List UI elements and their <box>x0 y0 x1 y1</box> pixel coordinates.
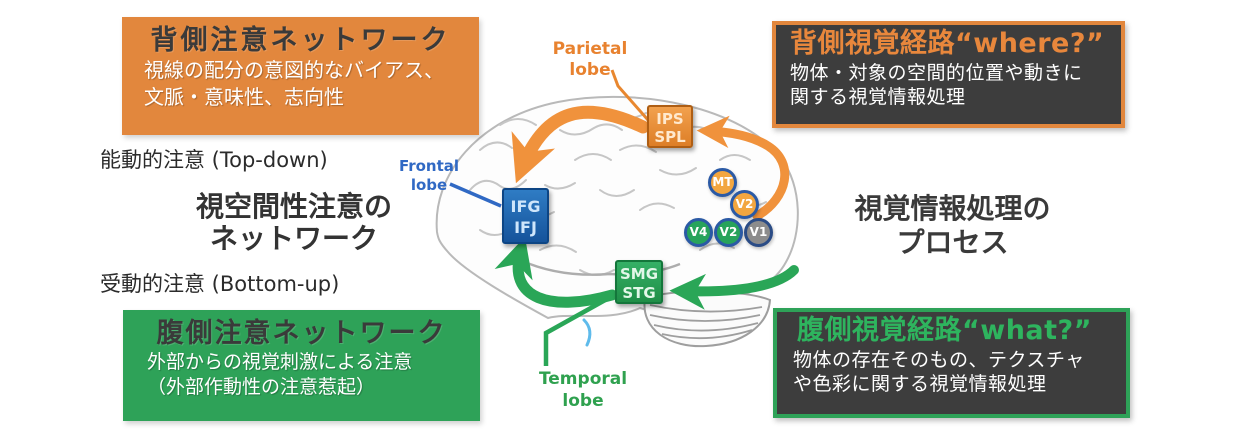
bottom-up-attention-label: 受動的注意 (Bottom-up) <box>100 272 340 296</box>
visual-area-v2-dorsal: V2 <box>730 190 759 219</box>
ventral-visual-pathway-box: 腹側視覚経路“what?” 物体の存在そのもの、テクスチャ や色彩に関する視覚情… <box>773 308 1130 418</box>
ips-label: IPS <box>656 110 684 128</box>
ventral-pathway-arrow-left <box>669 265 799 310</box>
dorsal-visual-pathway-box: 背側視覚経路“where?” 物体・対象の空間的位置や動きに 関する視覚情報処理 <box>772 21 1125 128</box>
dorsal-pathway-arrow-up <box>696 115 790 221</box>
stg-label: STG <box>622 284 656 302</box>
spl-label: SPL <box>654 128 686 146</box>
dorsal-visual-title: 背側視覚経路“where?” <box>790 28 1105 59</box>
dorsal-pathway-arrow-to-frontal <box>511 105 650 184</box>
temporal-leader-line <box>543 297 609 366</box>
parietal-label-line1: Parietal <box>552 39 628 59</box>
ventral-attention-body-line2: （外部作動性の注意惹起） <box>147 376 376 398</box>
ventral-pathway-arrow-to-frontal <box>494 236 618 308</box>
visuospatial-attention-network-title: 視空間性注意の ネットワーク <box>138 191 450 255</box>
dorsal-attention-network-box: 背側注意ネットワーク 視線の配分の意図的なバイアス、 文脈・意味性、志向性 <box>122 17 479 135</box>
dorsal-visual-body-line1: 物体・対象の空間的位置や動きに <box>790 62 1083 84</box>
visual-processing-title-line1: 視覚情報処理の <box>854 192 1051 225</box>
parietal-label-line2: lobe <box>569 60 611 80</box>
parietal-lobe-label: Parietal lobe <box>545 39 635 81</box>
ifj-label: IFJ <box>514 218 537 237</box>
frontal-label-line1: Frontal <box>398 157 460 175</box>
ventral-visual-body-line1: 物体の存在そのもの、テクスチャ <box>793 349 1085 371</box>
visual-area-v2-ventral: V2 <box>714 218 743 247</box>
ips-spl-region-box: IPS SPL <box>647 105 693 148</box>
brainstem-mark <box>582 318 592 347</box>
ventral-visual-title: 腹側視覚経路“what?” <box>797 315 1092 346</box>
cerebellum-hatching <box>649 304 763 340</box>
visual-area-mt: MT <box>708 168 737 197</box>
parietal-leader-line <box>610 69 650 121</box>
attention-network-title-line1: 視空間性注意の <box>195 190 392 223</box>
visual-area-v4: V4 <box>684 218 713 247</box>
smg-stg-region-box: SMG STG <box>615 260 663 304</box>
ventral-attention-body-line1: 外部からの視覚刺激による注意 <box>147 351 413 373</box>
ifg-label: IFG <box>510 197 541 216</box>
visual-processing-title: 視覚情報処理の プロセス <box>830 192 1075 260</box>
frontal-lobe-label: Frontal lobe <box>397 157 461 195</box>
dorsal-attention-body-line1: 視線の配分の意図的なバイアス、 <box>144 58 444 82</box>
frontal-label-line2: lobe <box>410 176 448 194</box>
attention-network-title-line2: ネットワーク <box>209 222 378 255</box>
visual-area-v1: V1 <box>744 218 773 247</box>
smg-label: SMG <box>619 265 659 283</box>
ventral-attention-title: 腹側注意ネットワーク <box>156 318 447 349</box>
frontal-leader-line <box>449 182 502 208</box>
temporal-lobe-label: Temporal lobe <box>528 368 638 412</box>
ventral-attention-network-box: 腹側注意ネットワーク 外部からの視覚刺激による注意 （外部作動性の注意惹起） <box>123 310 480 421</box>
dorsal-attention-body-line2: 文脈・意味性、志向性 <box>144 85 344 109</box>
temporal-label-line1: Temporal <box>538 369 628 389</box>
temporal-label-line2: lobe <box>562 391 604 411</box>
dorsal-visual-body-line2: 関する視覚情報処理 <box>790 86 966 108</box>
dorsal-attention-title: 背側注意ネットワーク <box>150 25 451 56</box>
ventral-visual-body-line2: や色彩に関する視覚情報処理 <box>793 373 1047 395</box>
top-down-attention-label: 能動的注意 (Top-down) <box>100 148 328 172</box>
ifg-ifj-region-box: IFG IFJ <box>502 188 549 244</box>
visual-processing-title-line2: プロセス <box>896 226 1009 259</box>
